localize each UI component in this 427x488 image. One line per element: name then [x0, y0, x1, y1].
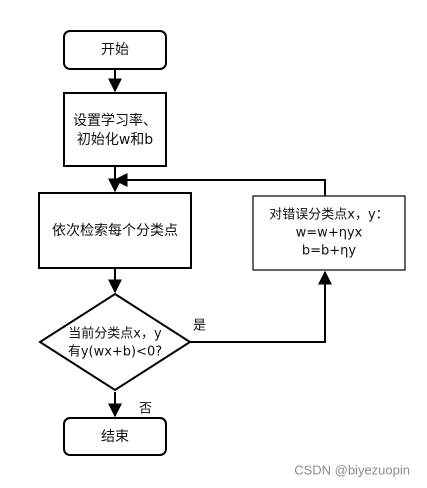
edge-update-to-check	[113, 173, 326, 196]
decision-node-label-line1: 当前分类点x，y	[68, 326, 162, 342]
edge-decision-to-update	[190, 270, 332, 343]
update-node-label-line1: 对错误分类点x，y：	[269, 208, 388, 223]
yes-edge-label: 是	[193, 319, 206, 334]
init-node	[63, 92, 167, 167]
update-node-label-line2: w=w+ηyx	[296, 226, 363, 241]
check-node-label: 依次检索每个分类点	[52, 222, 178, 239]
init-node-label-line2: 初始化w和b	[77, 131, 153, 148]
start-node-label: 开始	[101, 42, 129, 58]
watermark-text: CSDN @biyezuopin	[294, 463, 410, 478]
no-edge-label: 否	[139, 402, 152, 417]
end-node-label: 结束	[101, 429, 129, 445]
node-texts: 开始 设置学习率、 初始化w和b 依次检索每个分类点 当前分类点x，y 有y(w…	[52, 42, 389, 445]
edges	[108, 69, 332, 418]
check-node	[38, 192, 192, 269]
end-node	[63, 417, 167, 456]
update-node-label-line3: b=b+ηy	[302, 244, 357, 259]
decision-node-label-line2: 有y(wx+b)<0?	[68, 345, 162, 360]
start-node	[63, 30, 167, 70]
update-node	[252, 195, 406, 271]
init-node-label-line1: 设置学习率、	[73, 112, 157, 129]
nodes	[38, 30, 406, 456]
decision-node	[38, 292, 192, 392]
